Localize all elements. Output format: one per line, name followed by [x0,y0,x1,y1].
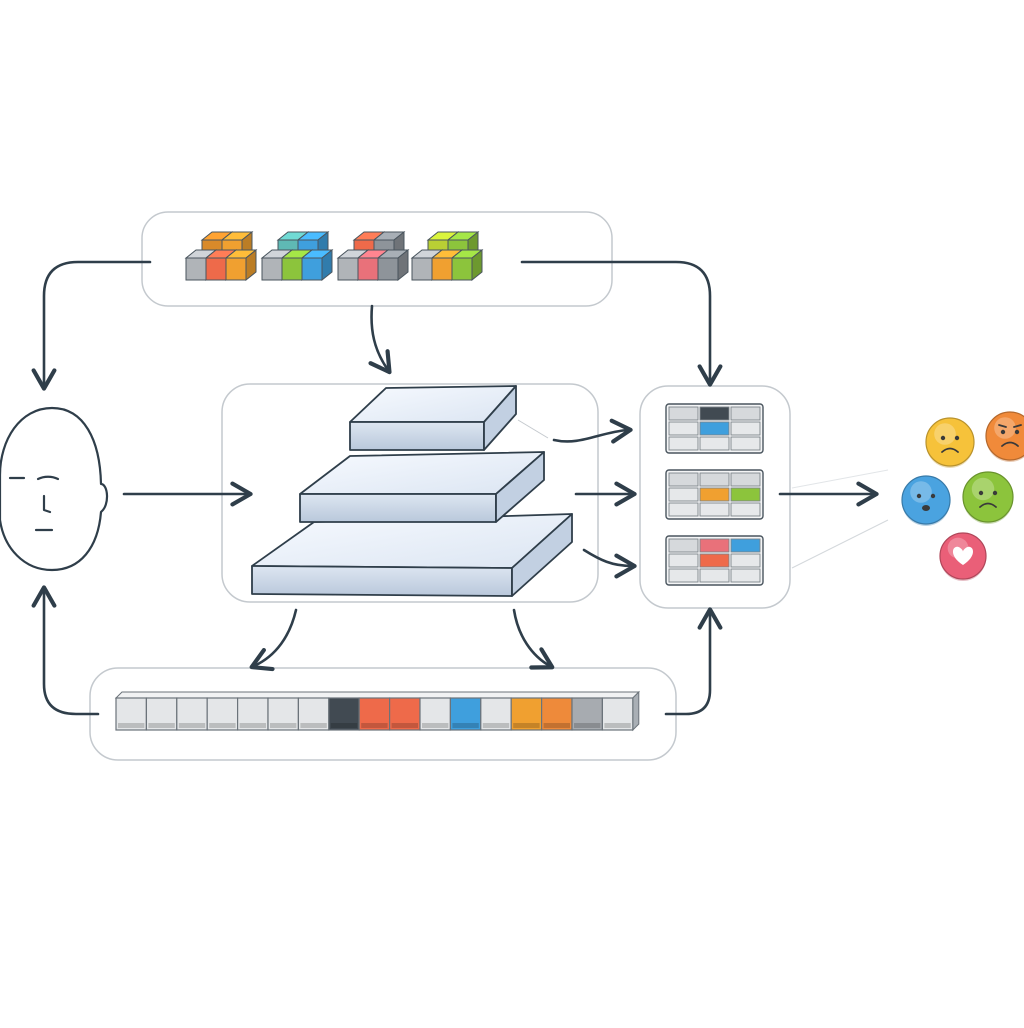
output-grid [665,535,764,586]
grid-cell [668,538,699,553]
grid-cell [668,502,699,517]
grid-cell [699,436,730,451]
cube-cluster [410,230,484,282]
cube-cluster [336,230,410,282]
cube [300,248,334,282]
stacked-slabs-icon [251,385,573,597]
grid-cell [699,487,730,502]
grid-cell [668,553,699,568]
grid-cell [730,487,761,502]
guide-line [517,419,549,439]
cube [450,248,484,282]
grid-cell [699,553,730,568]
grid-cell [699,421,730,436]
sad-face-icon [925,417,975,468]
guide-line [791,519,889,569]
grid-cell [730,406,761,421]
grid-cell [699,406,730,421]
grid-cell [668,421,699,436]
cell-grids-icon [665,403,764,586]
arrow-layers-to-sequence-left [249,608,298,672]
grid-cell [730,553,761,568]
grid-cell [730,568,761,583]
concerned-face-icon [962,471,1014,524]
heart-icon [939,532,987,581]
grid-cell [668,568,699,583]
grid-cell [730,538,761,553]
arrow-features-to-layers [368,304,392,375]
grid-cell [730,472,761,487]
grid-cell [668,472,699,487]
grid-cell [699,568,730,583]
face-icon [0,406,109,572]
grid-cell [699,502,730,517]
cube [224,248,258,282]
arrow-layers-to-sequence-right [512,608,555,670]
emotion-faces-icon [901,411,1024,581]
worried-face-icon [901,475,951,526]
grid-cell [730,436,761,451]
grid-cell [668,487,699,502]
guide-line [791,469,889,489]
arrow-layers-to-grid-3 [582,548,637,579]
arrow-sequence-to-grids [664,607,723,716]
arrow-features-to-face [31,260,152,391]
grid-cell [699,538,730,553]
grid-cell [699,472,730,487]
grid-cell [730,502,761,517]
arrow-layers-to-grid-1 [552,418,633,444]
grid-cell [730,421,761,436]
output-grid [665,469,764,520]
colored-cube-clusters [184,230,484,282]
token-sequence-icon [114,690,641,732]
cube-cluster [184,230,258,282]
arrow-sequence-to-face [31,585,100,716]
cube-cluster [260,230,334,282]
grid-cell [668,406,699,421]
output-grid [665,403,764,454]
frown-face-icon [985,411,1024,462]
cube [376,248,410,282]
arrow-features-to-grids [520,260,723,387]
grid-cell [668,436,699,451]
